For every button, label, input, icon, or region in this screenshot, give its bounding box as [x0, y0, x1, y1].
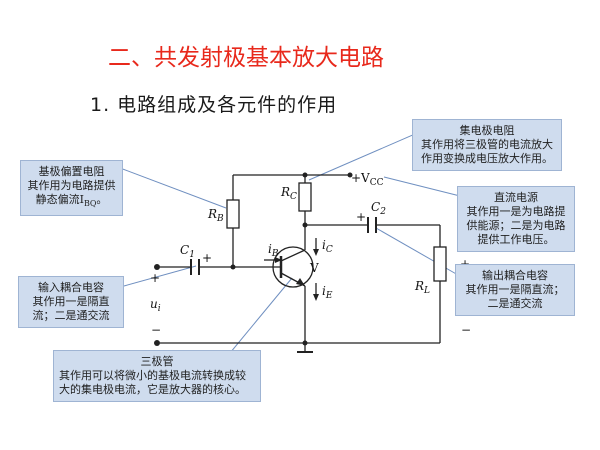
callout-heading: 基极偏置电阻: [38, 165, 105, 178]
label-vcc: +VCC: [351, 171, 384, 188]
label-ie: iE: [322, 284, 333, 301]
label-input-plus: +: [150, 271, 160, 285]
callout-text: 其作用一是为电路提供能源；二是为电路提供工作电压。: [466, 205, 566, 246]
resistor-rb: [226, 199, 240, 229]
leader-input-capacitor: [123, 265, 197, 287]
label-ui: ui: [150, 297, 161, 314]
callout-heading: 直流电源: [494, 191, 538, 204]
resistor-rl: [433, 246, 447, 282]
leader-base-resistor: [119, 167, 227, 209]
callout-heading: 三极管: [140, 355, 174, 368]
leader-transistor: [229, 277, 293, 354]
transistor-symbol: [272, 246, 314, 288]
label-c2: C2: [371, 200, 386, 217]
callout-text: 其作用将三极管的电流放大作用变换成电压放大作用。: [421, 138, 553, 165]
label-c1-plus: +: [202, 251, 212, 265]
leader-dc-supply: [383, 176, 461, 197]
callout-input-capacitor: 输入耦合电容 其作用一是隔直流；二是通交流: [18, 276, 124, 328]
capacitor-c2: [367, 217, 377, 233]
page-title: 二、共发射极基本放大电路: [108, 45, 384, 71]
ib-arrow-icon: [275, 257, 282, 263]
label-c2-plus: +: [356, 210, 366, 224]
label-rb: RB: [207, 207, 224, 224]
label-ic: iC: [322, 238, 333, 255]
ie-arrow-icon: [313, 294, 319, 301]
capacitor-c1: [190, 259, 200, 275]
callout-heading: 输出耦合电容: [482, 269, 548, 282]
label-ib: iB: [268, 242, 279, 259]
callout-output-capacitor: 输出耦合电容 其作用一是隔直流；二是通交流: [455, 264, 575, 316]
callout-text: 其作用为电路提供静态偏流IBQ。: [27, 179, 116, 209]
callout-collector-resistor: 集电极电阻 其作用将三极管的电流放大作用变换成电压放大作用。: [412, 119, 562, 171]
label-rl: RL: [414, 279, 430, 296]
label-transistor-v: V: [309, 261, 319, 275]
label-output-minus: −: [461, 323, 471, 337]
callout-text: 其作用可以将微小的基极电流转换成较大的集电极电流，它是放大器的核心。: [59, 369, 246, 396]
resistor-rc: [298, 182, 312, 212]
terminal-dots: [154, 172, 353, 346]
callout-base-bias-resistor: 基极偏置电阻 其作用为电路提供静态偏流IBQ。: [20, 160, 123, 217]
emitter-arrow-icon: [296, 278, 305, 286]
callout-text: 其作用一是隔直流；二是通交流: [32, 295, 110, 322]
callout-heading: 输入耦合电容: [38, 281, 104, 294]
label-rc: RC: [280, 185, 297, 202]
ic-arrow-icon: [313, 249, 319, 256]
callout-heading: 集电极电阻: [459, 124, 515, 137]
callout-leaders: [119, 123, 461, 354]
callout-transistor: 三极管 其作用可以将微小的基极电流转换成较大的集电极电流，它是放大器的核心。: [53, 350, 261, 402]
label-c1: C1: [180, 243, 195, 260]
callout-dc-supply: 直流电源 其作用一是为电路提供能源；二是为电路提供工作电压。: [457, 186, 575, 252]
callout-text: 其作用一是隔直流；二是通交流: [465, 283, 565, 310]
label-input-minus: −: [151, 323, 161, 337]
section-subtitle: 1. 电路组成及各元件的作用: [90, 94, 338, 116]
